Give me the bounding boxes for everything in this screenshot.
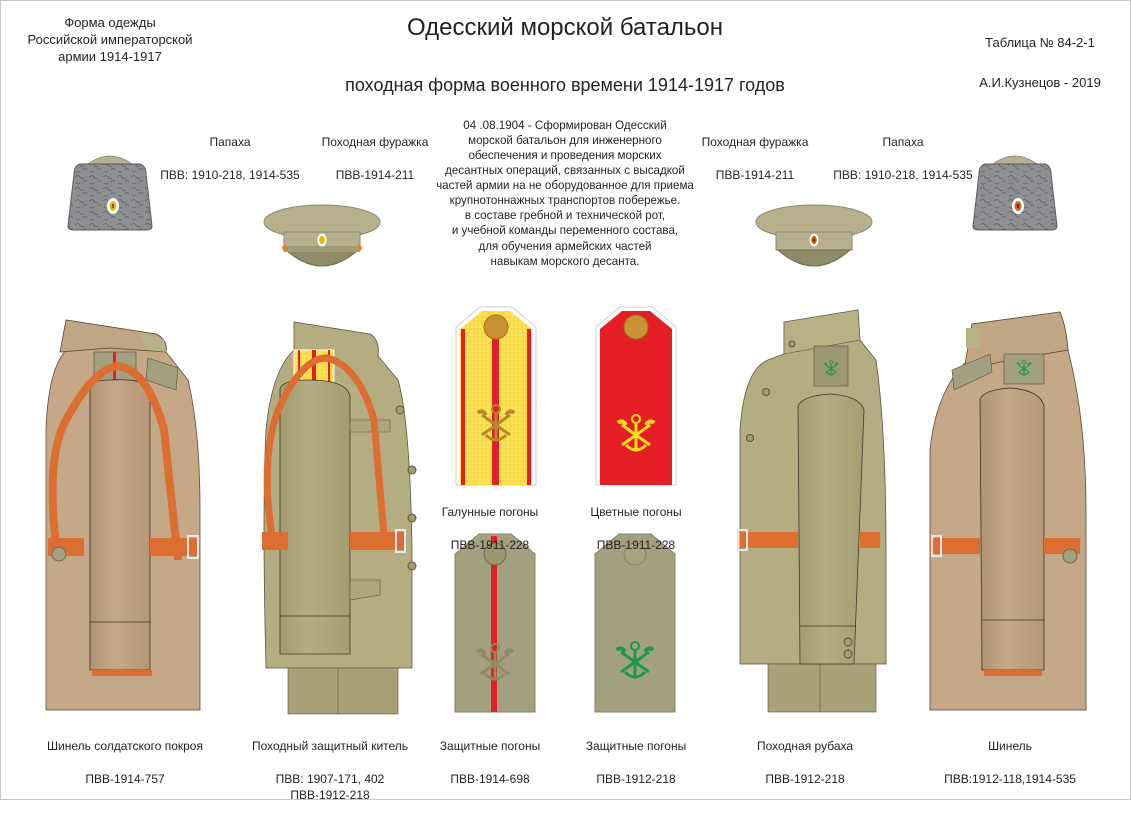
uniform-label-field-shirt: Походная рубаха ПВВ-1912-218 <box>720 722 890 803</box>
uniform-name: Походный защитный китель <box>251 739 409 754</box>
headgear-name: Походная фуражка <box>701 135 809 150</box>
board-code: ПВВ-1911-228 <box>450 537 530 552</box>
khaki-shoulder-board-green-emblem <box>594 533 676 713</box>
field-cap-left-illustration <box>263 204 381 267</box>
author-credit: А.И.Кузнецов - 2019 <box>979 75 1101 91</box>
field-tunic-illustration <box>262 321 417 715</box>
uniform-code: ПВВ-1912-218 <box>765 771 845 786</box>
uniform-label-field-tunic: Походный защитный китель ПВВ: 1907-171, … <box>235 722 425 819</box>
soldier-greatcoat-illustration <box>45 319 201 711</box>
headgear-name: Походная фуражка <box>321 135 429 150</box>
board-name: Защитные погоны <box>585 739 687 754</box>
field-shirt-illustration <box>737 309 887 713</box>
colored-shoulder-board <box>595 306 677 486</box>
unit-history-text: 04 .08.1904 - Сформирован Одесский морск… <box>436 119 694 268</box>
board-label-colored: Цветные погоны ПВВ-1911-228 <box>566 488 706 569</box>
table-info: Таблица № 84-2-1 А.И.Кузнецов - 2019 <box>960 13 1120 114</box>
board-name: Галунные погоны <box>441 505 539 520</box>
uniform-code: ПВВ:1912-118,1914-535 <box>944 771 1076 786</box>
headgear-name: Папаха <box>209 135 251 150</box>
papakha-left-illustration <box>67 155 153 231</box>
headgear-code: ПВВ-1914-211 <box>715 167 795 182</box>
board-label-galloon: Галунные погоны ПВВ-1911-228 <box>420 488 560 569</box>
headgear-code: ПВВ: 1910-218, 1914-535 <box>833 167 973 182</box>
headgear-code: ПВВ: 1910-218, 1914-535 <box>160 167 300 182</box>
headgear-label-papakha-left: Папаха ПВВ: 1910-218, 1914-535 <box>145 118 315 199</box>
table-number: Таблица № 84-2-1 <box>985 35 1095 51</box>
khaki-shoulder-board-red-stripe <box>454 533 536 713</box>
series-caption: Форма одежды Российской императорской ар… <box>27 15 193 65</box>
headgear-code: ПВВ-1914-211 <box>335 167 415 182</box>
field-cap-right-illustration <box>755 204 873 267</box>
uniform-name: Походная рубаха <box>756 739 854 754</box>
headgear-label-cap-left: Походная фуражка ПВВ-1914-211 <box>305 118 445 199</box>
page-title: Одесский морской батальон <box>406 14 724 41</box>
board-code: ПВВ-1911-228 <box>596 537 676 552</box>
board-code: ПВВ-1912-218 <box>596 771 676 786</box>
uniform-code: ПВВ: 1907-171, 402 ПВВ-1912-218 <box>275 771 385 802</box>
headgear-label-papakha-right: Папаха ПВВ: 1910-218, 1914-535 <box>818 118 988 199</box>
greatcoat-illustration <box>929 311 1087 711</box>
headgear-label-cap-right: Походная фуражка ПВВ-1914-211 <box>685 118 825 199</box>
uniform-name: Шинель солдатского покроя <box>47 739 203 754</box>
headgear-name: Папаха <box>882 135 924 150</box>
board-name: Защитные погоны <box>439 739 541 754</box>
board-name: Цветные погоны <box>590 505 682 520</box>
uniform-label-greatcoat: Шинель ПВВ:1912-118,1914-535 <box>920 722 1100 803</box>
galloon-shoulder-board <box>455 306 537 486</box>
uniform-code: ПВВ-1914-757 <box>85 771 165 786</box>
board-label-khaki-1912: Защитные погоны ПВВ-1912-218 <box>566 722 706 803</box>
board-label-khaki-1914: Защитные погоны ПВВ-1914-698 <box>420 722 560 803</box>
board-code: ПВВ-1914-698 <box>450 771 530 786</box>
papakha-right-illustration <box>972 155 1058 231</box>
uniform-name: Шинель <box>988 739 1032 754</box>
uniform-label-soldier-greatcoat: Шинель солдатского покроя ПВВ-1914-757 <box>30 722 220 803</box>
page-subtitle: походная форма военного времени 1914-191… <box>345 75 785 95</box>
